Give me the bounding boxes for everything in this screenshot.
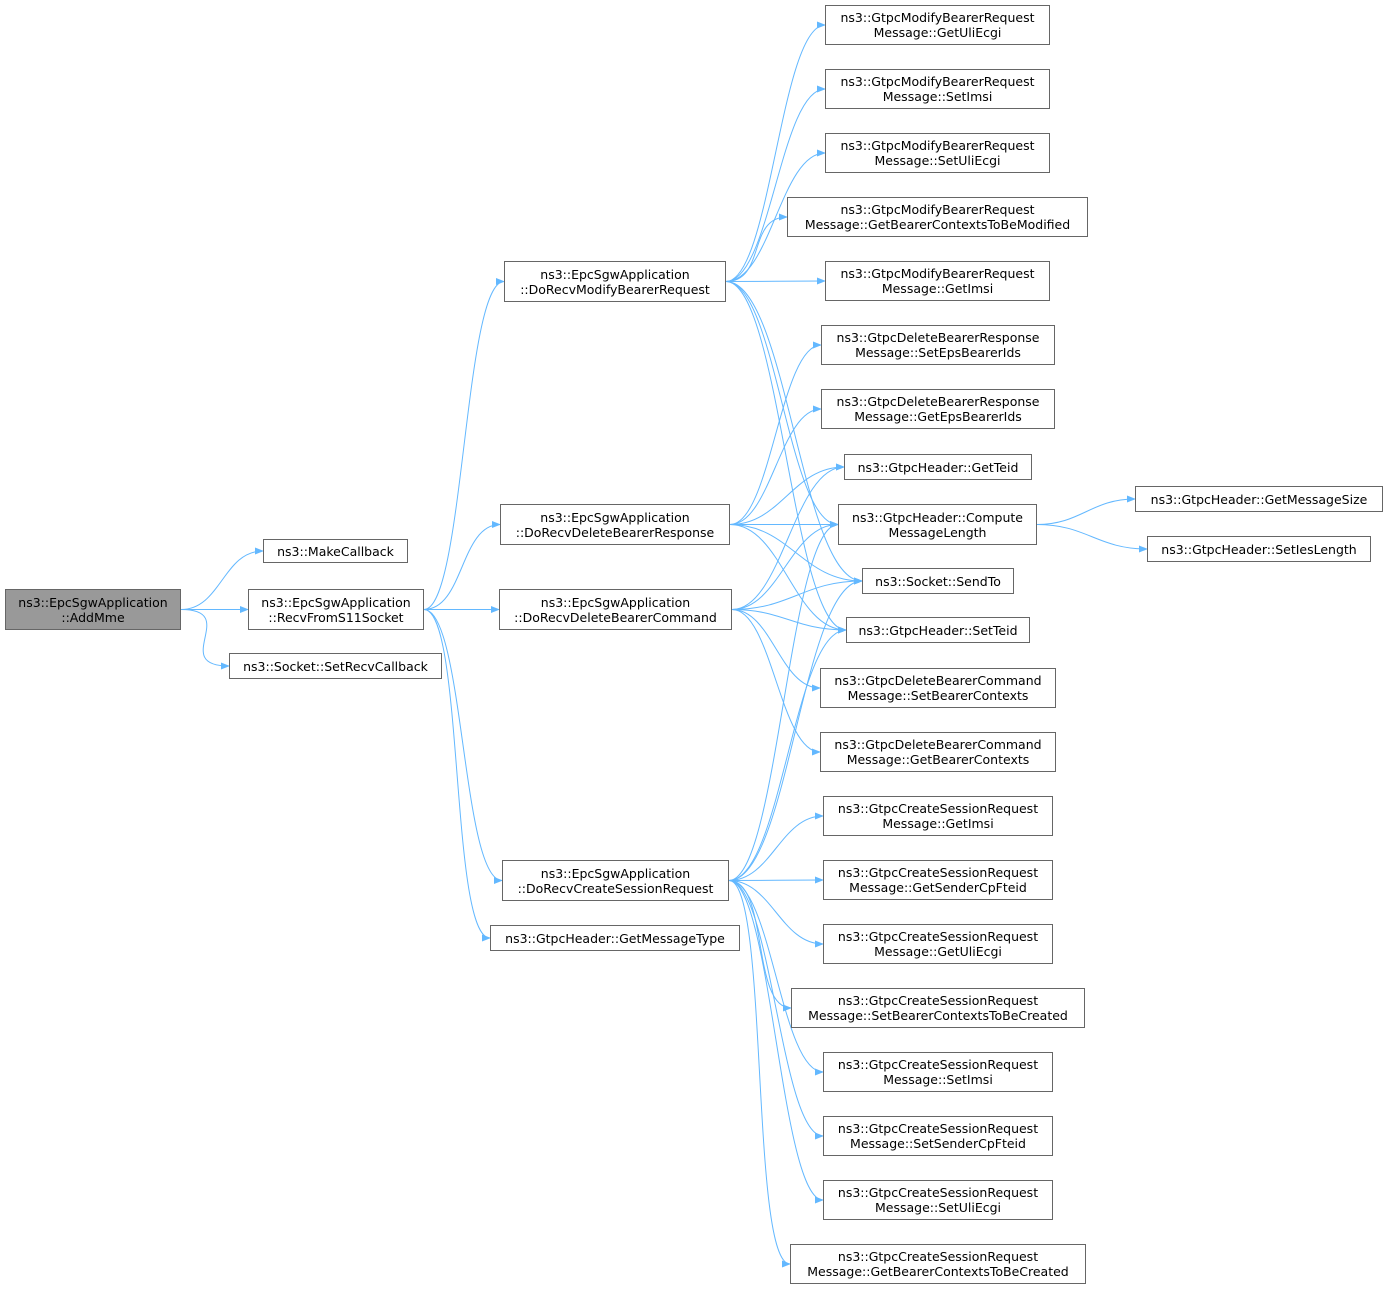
edge-doDelCmd-to-hdrSetTeid <box>731 609 847 634</box>
edge-doModify-to-mbrSetImsi <box>725 85 826 282</box>
edge-hdrCompute-to-hdrSetIes <box>1036 524 1148 553</box>
node-header-get-message-size[interactable]: ns3::GtpcHeader::GetMessageSize <box>1135 486 1383 512</box>
node-do-recv-delete-bearer-response[interactable]: ns3::EpcSgwApplication::DoRecvDeleteBear… <box>500 504 730 545</box>
edge-doDelCmd-to-hdrCompute <box>731 520 839 610</box>
edge-root-to-makeCallback <box>180 547 264 610</box>
edge-doModify-to-hdrSetTeid <box>725 281 847 634</box>
edge-doCreate-to-csrGetSender <box>728 876 824 884</box>
edge-doCreate-to-csrGetImsi <box>728 812 824 881</box>
edge-hdrCompute-to-hdrGetMsgSize <box>1036 495 1136 525</box>
edge-doDelCmd-to-hdrGetTeid <box>731 463 845 610</box>
node-socket-send-to[interactable]: ns3::Socket::SendTo <box>862 568 1014 594</box>
edge-doDelResp-to-dbrSetEps <box>729 341 822 525</box>
node-do-recv-delete-bearer-command[interactable]: ns3::EpcSgwApplication::DoRecvDeleteBear… <box>499 589 732 630</box>
edge-doCreate-to-hdrCompute <box>728 520 839 881</box>
edge-doModify-to-mbrGetUli <box>725 21 826 282</box>
edge-doCreate-to-csrGetBctc <box>728 880 791 1268</box>
node-set-recv-callback[interactable]: ns3::Socket::SetRecvCallback <box>229 653 442 679</box>
edge-doModify-to-mbrGetBctm <box>725 213 788 282</box>
edge-doCreate-to-csrSetImsi <box>728 880 824 1076</box>
edge-recvFromS11-to-doCreate <box>423 609 503 885</box>
edge-doCreate-to-csrGetUli <box>728 880 824 948</box>
edge-recvFromS11-to-doModify <box>423 277 505 610</box>
edge-doCreate-to-csrSetUli <box>728 880 824 1204</box>
edge-doModify-to-mbrSetUli <box>725 149 826 282</box>
node-header-set-teid[interactable]: ns3::GtpcHeader::SetTeid <box>846 617 1030 643</box>
edge-doModify-to-hdrCompute <box>725 281 839 529</box>
edge-doCreate-to-hdrSetTeid <box>728 626 847 881</box>
edge-doCreate-to-csrSetSender <box>728 880 824 1140</box>
edge-root-to-setRecvCallback <box>180 609 230 670</box>
edge-doDelResp-to-hdrSetTeid <box>729 524 847 634</box>
edge-doCreate-to-sendTo <box>728 577 863 881</box>
edge-doDelCmd-to-sendTo <box>731 577 863 610</box>
edge-doDelResp-to-dbrGetEps <box>729 405 822 525</box>
node-header-set-ies-length[interactable]: ns3::GtpcHeader::SetIesLength <box>1147 536 1371 562</box>
node-add-mme: ns3::EpcSgwApplication::AddMme <box>5 589 181 630</box>
edge-recvFromS11-to-getMsgType <box>423 609 491 942</box>
edge-doDelResp-to-sendTo <box>729 524 863 585</box>
edge-doModify-to-mbrGetImsi <box>725 277 826 285</box>
node-recv-from-s11-socket[interactable]: ns3::EpcSgwApplication::RecvFromS11Socke… <box>248 589 424 630</box>
edge-recvFromS11-to-doDelResp <box>423 520 501 610</box>
edge-doDelResp-to-hdrGetTeid <box>729 463 845 525</box>
node-header-get-teid[interactable]: ns3::GtpcHeader::GetTeid <box>844 454 1032 480</box>
edge-doDelCmd-to-dbcGetBc <box>731 609 821 756</box>
node-do-recv-modify-bearer-request[interactable]: ns3::EpcSgwApplication::DoRecvModifyBear… <box>504 261 726 302</box>
node-get-message-type[interactable]: ns3::GtpcHeader::GetMessageType <box>490 925 740 951</box>
node-make-callback[interactable]: ns3::MakeCallback <box>263 539 408 563</box>
node-do-recv-create-session-request[interactable]: ns3::EpcSgwApplication::DoRecvCreateSess… <box>502 860 729 901</box>
edge-doModify-to-sendTo <box>725 281 863 585</box>
